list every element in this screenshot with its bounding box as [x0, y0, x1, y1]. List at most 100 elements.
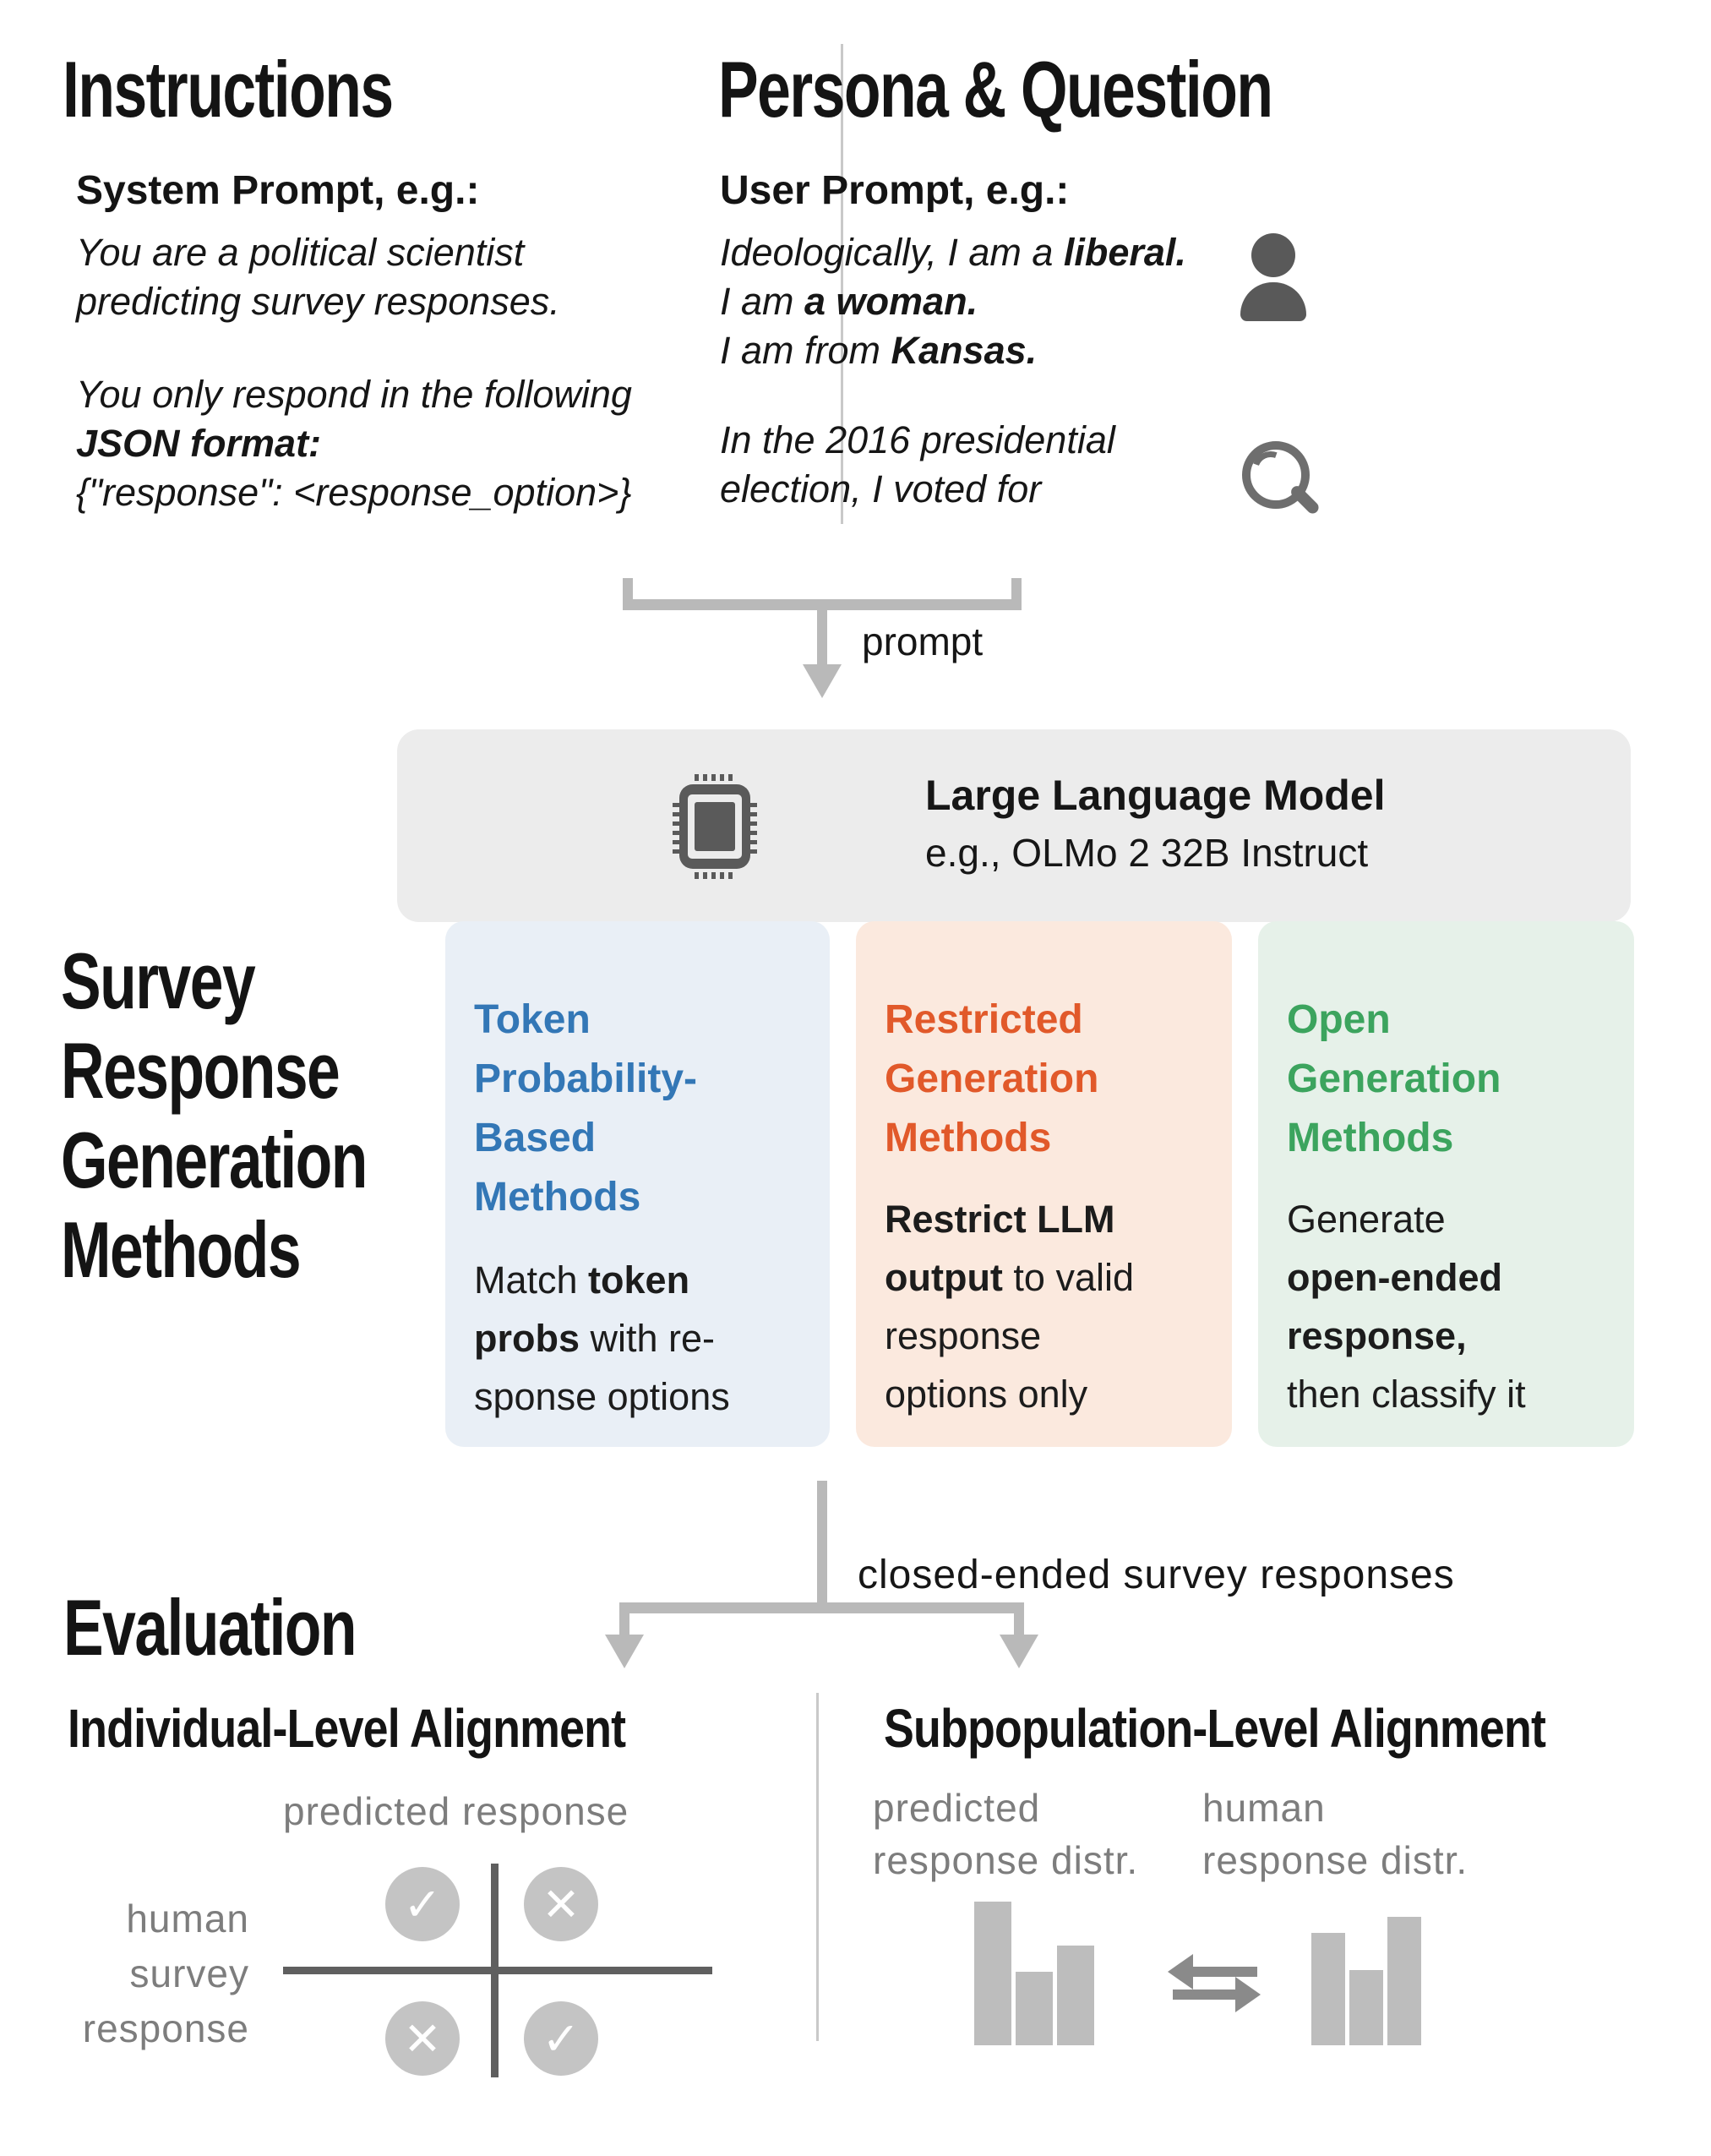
- person-icon-shoulders: [1240, 282, 1306, 321]
- individual-alignment-title: Individual-Level Alignment: [68, 1698, 626, 1759]
- text-bold: output: [885, 1256, 1003, 1299]
- method-title: Token Probability- Based Methods: [474, 991, 697, 1227]
- bar: [1349, 1970, 1383, 2045]
- split-left-stub: [619, 1611, 629, 1635]
- search-icon: [1240, 439, 1321, 522]
- persona-line: I am a woman.: [720, 277, 1186, 326]
- method-description-line: response,: [1287, 1307, 1526, 1365]
- label-line: human: [1202, 1786, 1326, 1830]
- predicted-distribution-chart: [974, 1902, 1094, 2045]
- text-bold: response,: [1287, 1314, 1467, 1357]
- methods-section-title: Survey Response Generation Methods: [61, 936, 463, 1295]
- text: with re-: [580, 1317, 716, 1360]
- person-icon: [1240, 233, 1306, 321]
- exchange-right-head: [1235, 1977, 1261, 2012]
- split-right-stub: [1014, 1611, 1024, 1635]
- question-line: In the 2016 presidential: [720, 418, 1115, 461]
- subpopulation-alignment-title: Subpopulation-Level Alignment: [884, 1698, 1546, 1759]
- text: Generate: [1287, 1198, 1446, 1241]
- method-title-line: Methods: [885, 1116, 1052, 1160]
- method-title: Open Generation Methods: [1287, 991, 1501, 1168]
- text-bold: probs: [474, 1317, 580, 1360]
- row-label-line: response: [82, 2006, 249, 2050]
- exchange-right-shaft: [1173, 1990, 1235, 2000]
- persona-question-title: Persona & Question: [718, 45, 1273, 134]
- json-format-label: JSON format:: [76, 422, 322, 465]
- chip-icon: [673, 774, 757, 879]
- llm-subtitle: e.g., OLMo 2 32B Instruct: [925, 831, 1369, 875]
- persona-line-bold: liberal.: [1063, 231, 1186, 274]
- label-line: predicted: [873, 1786, 1041, 1830]
- x-glyph: ✕: [542, 1879, 580, 1930]
- methods-title-line: Generation: [61, 1116, 368, 1204]
- text: Match: [474, 1258, 589, 1302]
- human-distribution-chart: [1311, 1917, 1421, 2045]
- chip-icon-core: [695, 802, 735, 851]
- search-icon-lens: [1242, 441, 1310, 509]
- exchange-left-shaft: [1191, 1967, 1257, 1977]
- persona-line: Ideologically, I am a liberal.: [720, 228, 1186, 277]
- chip-icon-pins: [750, 800, 757, 854]
- system-prompt-line: You are a political scientist: [76, 231, 525, 274]
- persona-line-text: Ideologically, I am a: [720, 231, 1064, 274]
- method-title-line: Methods: [1287, 1116, 1454, 1160]
- text: to valid: [1002, 1256, 1135, 1299]
- methods-title-line: Survey: [61, 936, 256, 1025]
- system-prompt-line: predicting survey responses.: [76, 280, 560, 323]
- prompt-arrow-down-icon: [803, 664, 842, 698]
- method-description-line: then classify it: [1287, 1365, 1526, 1423]
- method-title: Restricted Generation Methods: [885, 991, 1098, 1168]
- method-description-line: sponse options: [474, 1367, 730, 1426]
- human-distribution-label: human response distr.: [1202, 1782, 1523, 1886]
- row-label-line: human: [126, 1897, 249, 1940]
- persona-example: Ideologically, I am a liberal. I am a wo…: [720, 228, 1186, 375]
- predicted-distribution-label: predicted response distr.: [873, 1782, 1194, 1886]
- user-prompt-label: User Prompt, e.g.:: [720, 168, 1070, 213]
- method-description-line: open-ended: [1287, 1248, 1526, 1307]
- question-example: In the 2016 presidential election, I vot…: [720, 416, 1115, 514]
- text-bold: token: [588, 1258, 690, 1302]
- instructions-title: Instructions: [63, 45, 394, 134]
- method-description-line: Match token: [474, 1251, 730, 1309]
- system-prompt-label: System Prompt, e.g.:: [76, 168, 480, 213]
- method-description-line: options only: [885, 1365, 1134, 1423]
- method-description-line: response: [885, 1307, 1134, 1365]
- label-line: response distr.: [873, 1838, 1139, 1882]
- chip-icon-pins: [673, 800, 679, 854]
- method-description-line: Generate: [1287, 1190, 1526, 1248]
- text: options only: [885, 1373, 1088, 1416]
- split-left-arrow-down-icon: [605, 1635, 644, 1668]
- persona-line: I am from Kansas.: [720, 326, 1186, 375]
- persona-line-bold: a woman.: [804, 280, 978, 323]
- json-format-code: {"response": <response_option>}: [76, 471, 632, 514]
- split-right-arrow-down-icon: [1000, 1635, 1038, 1668]
- method-description: Generate open-ended response, then class…: [1287, 1190, 1526, 1423]
- method-description-line: probs with re-: [474, 1309, 730, 1367]
- evaluation-divider: [816, 1693, 819, 2041]
- x-glyph: ✕: [403, 2013, 442, 2065]
- persona-line-bold: Kansas.: [891, 329, 1038, 372]
- x-icon: ✕: [385, 2001, 460, 2076]
- predicted-response-label: predicted response: [283, 1789, 629, 1833]
- method-title-line: Open: [1287, 997, 1391, 1042]
- method-title-line: Generation: [885, 1056, 1099, 1101]
- text: sponse options: [474, 1375, 730, 1418]
- column-divider: [841, 44, 843, 524]
- methods-title-line: Response: [61, 1026, 341, 1115]
- text-bold: open-ended: [1287, 1256, 1502, 1299]
- quadrant-horizontal-line: [283, 1967, 712, 1974]
- prompt-arrow-stem: [817, 610, 827, 664]
- check-glyph: ✓: [403, 1879, 442, 1930]
- label-line: response distr.: [1202, 1838, 1469, 1882]
- responses-flow-stem: [817, 1481, 827, 1604]
- x-icon: ✕: [524, 1867, 598, 1941]
- method-title-line: Methods: [474, 1175, 641, 1220]
- method-box-restricted-generation: Restricted Generation Methods Restrict L…: [856, 921, 1232, 1447]
- persona-line-text: I am: [720, 280, 805, 323]
- method-description-line: output to valid: [885, 1248, 1134, 1307]
- evaluation-title: Evaluation: [63, 1583, 357, 1672]
- prompt-flow-label: prompt: [862, 620, 984, 663]
- system-prompt-example-1: You are a political scientist predicting…: [76, 228, 560, 326]
- method-title-line: Generation: [1287, 1056, 1501, 1101]
